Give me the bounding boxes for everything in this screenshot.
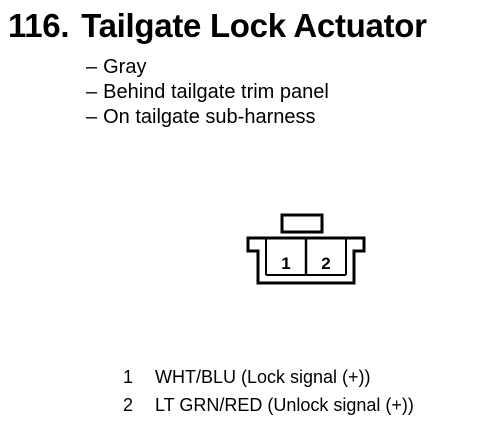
pin-number: 2 bbox=[123, 395, 134, 415]
note-item: –Gray bbox=[86, 55, 329, 80]
component-title: Tailgate Lock Actuator bbox=[81, 7, 427, 44]
page-title: 116. Tailgate Lock Actuator bbox=[8, 4, 427, 48]
connector-diagram: 1 2 bbox=[246, 213, 366, 285]
pinout-row: 2 LT GRN/RED (Unlock signal (+)) bbox=[123, 391, 414, 419]
note-harness: On tailgate sub-harness bbox=[103, 106, 316, 128]
note-item: –On tailgate sub-harness bbox=[86, 105, 329, 130]
pinout-row: 1 WHT/BLU (Lock signal (+)) bbox=[123, 363, 414, 391]
pin-description: WHT/BLU (Lock signal (+)) bbox=[155, 367, 371, 387]
note-dash: – bbox=[86, 106, 98, 128]
note-color: Gray bbox=[103, 56, 147, 78]
note-item: –Behind tailgate trim panel bbox=[86, 80, 329, 105]
pinout-list: 1 WHT/BLU (Lock signal (+)) 2 LT GRN/RED (… bbox=[123, 363, 414, 419]
note-dash: – bbox=[86, 56, 98, 78]
component-number: 116. bbox=[8, 7, 70, 44]
note-location: Behind tailgate trim panel bbox=[103, 81, 329, 103]
cavity-label-2: 2 bbox=[321, 254, 330, 273]
note-dash: – bbox=[86, 81, 98, 103]
pin-description: LT GRN/RED (Unlock signal (+)) bbox=[155, 395, 414, 415]
component-notes: –Gray –Behind tailgate trim panel –On ta… bbox=[86, 55, 329, 130]
connector-lock-tab bbox=[280, 213, 324, 234]
cavity-label-1: 1 bbox=[281, 254, 290, 273]
pin-number: 1 bbox=[123, 367, 134, 387]
